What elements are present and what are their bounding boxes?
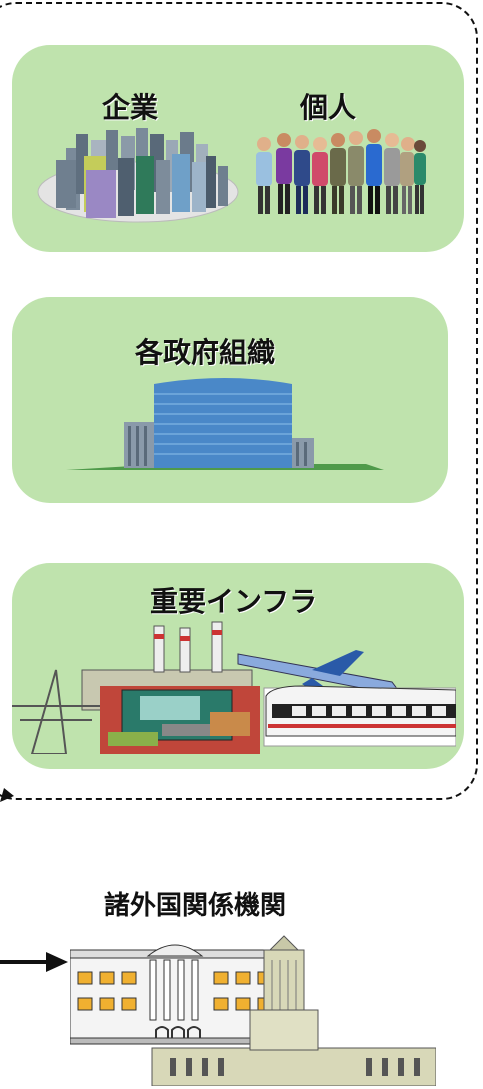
infrastructure-label: 重要インフラ bbox=[150, 585, 318, 618]
capitol-buildings-icon bbox=[70, 935, 436, 1086]
office-building-icon bbox=[66, 378, 384, 470]
arrow-right-icon bbox=[0, 952, 68, 972]
companies-label: 企業 bbox=[102, 91, 159, 124]
foreign-agencies-label: 諸外国関係機関 bbox=[104, 891, 287, 921]
infrastructure-collage-icon bbox=[12, 621, 456, 754]
individuals-label: 個人 bbox=[300, 91, 357, 124]
government-label: 各政府組織 bbox=[135, 336, 276, 369]
city-skyline-icon bbox=[37, 128, 239, 223]
dashed-container bbox=[0, 2, 478, 800]
people-group-icon bbox=[256, 129, 426, 214]
arrow-head-icon bbox=[0, 788, 14, 802]
